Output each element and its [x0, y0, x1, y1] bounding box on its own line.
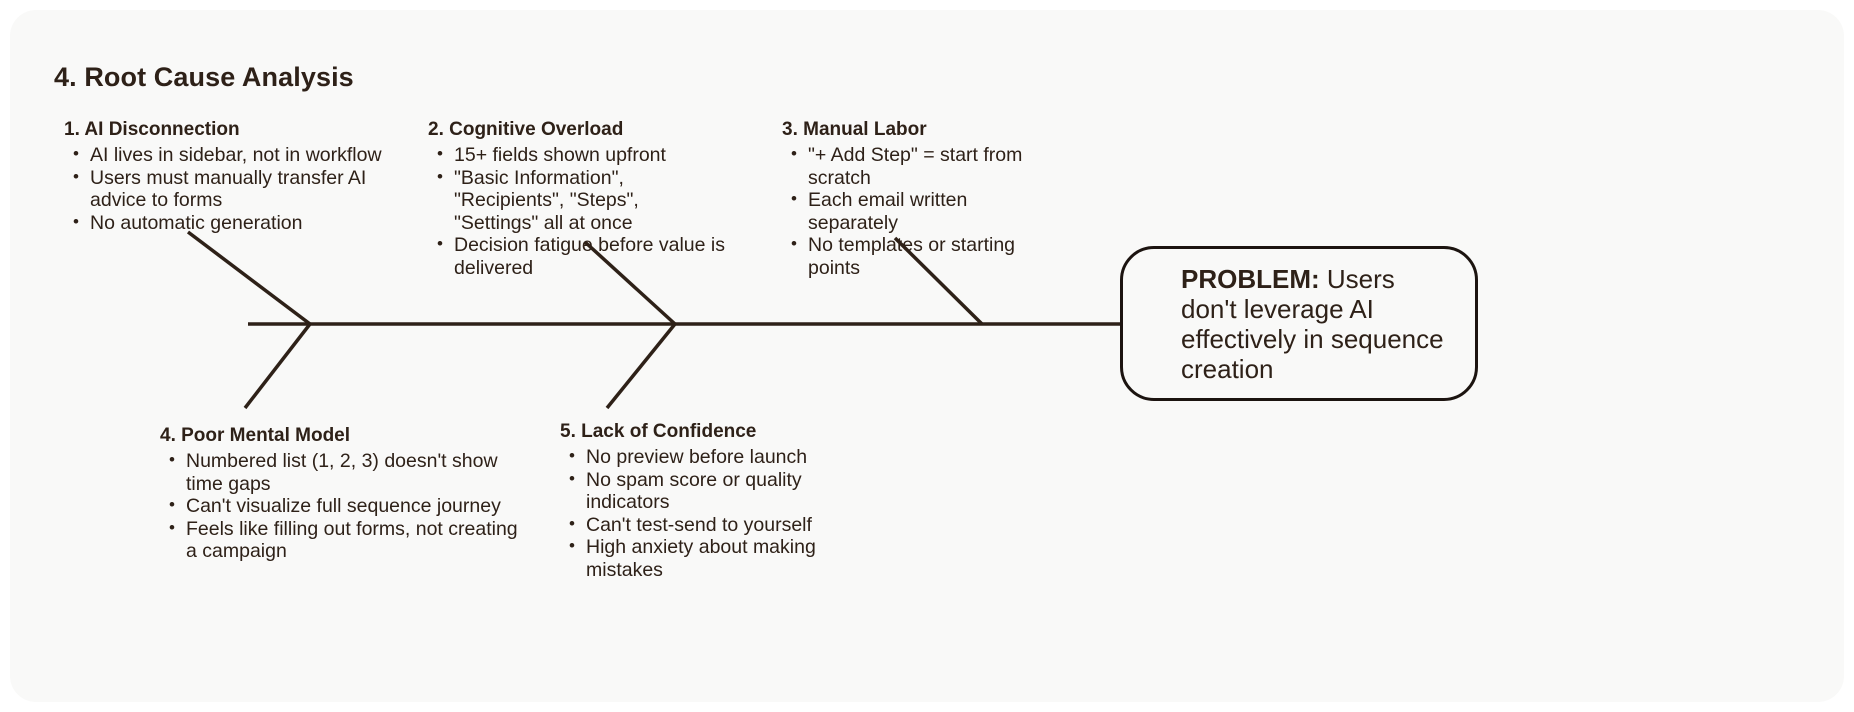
- cause-block-poor-mental-model: 4. Poor Mental Model Numbered list (1, 2…: [160, 424, 530, 563]
- cause-block-ai-disconnection: 1. AI Disconnection AI lives in sidebar,…: [64, 118, 384, 234]
- list-item: No spam score or quality indicators: [569, 468, 822, 514]
- fin-ai-disconnection: [186, 230, 312, 326]
- cause-title: 1. AI Disconnection: [64, 119, 240, 140]
- list-item: Numbered list (1, 2, 3) doesn't show tim…: [169, 449, 530, 495]
- list-item: No preview before launch: [569, 445, 822, 469]
- cause-title: 3. Manual Labor: [782, 119, 927, 140]
- problem-description: Users don't leverage AI effectively in s…: [1181, 263, 1444, 384]
- fishbone-skeleton: [186, 230, 1122, 410]
- cause-item-list: AI lives in sidebar, not in workflow Use…: [64, 143, 384, 235]
- list-item: 15+ fields shown upfront: [437, 143, 728, 167]
- list-item: Can't visualize full sequence journey: [169, 494, 530, 518]
- list-item: Can't test-send to yourself: [569, 513, 822, 537]
- cause-item-list: "+ Add Step" = start from scratch Each e…: [782, 143, 1038, 279]
- list-item: High anxiety about making mistakes: [569, 535, 822, 581]
- cause-item-list: Numbered list (1, 2, 3) doesn't show tim…: [160, 449, 530, 563]
- cause-block-manual-labor: 3. Manual Labor "+ Add Step" = start fro…: [782, 118, 1038, 279]
- cause-title: 4. Poor Mental Model: [160, 425, 351, 446]
- list-item: AI lives in sidebar, not in workflow: [73, 143, 384, 167]
- cause-item-list: 15+ fields shown upfront "Basic Informat…: [428, 143, 728, 279]
- list-item: Users must manually transfer AI advice t…: [73, 166, 384, 212]
- list-item: Decision fatigue before value is deliver…: [437, 233, 728, 279]
- list-item: Feels like filling out forms, not creati…: [169, 517, 530, 563]
- fin-poor-mental-model: [243, 322, 312, 410]
- list-item: "+ Add Step" = start from scratch: [791, 143, 1038, 189]
- list-item: No automatic generation: [73, 211, 384, 235]
- problem-label: PROBLEM:: [1181, 263, 1320, 294]
- list-item: No templates or starting points: [791, 233, 1038, 279]
- diagram-canvas: 4. Root Cause Analysis 1. AI Disconnecti…: [10, 10, 1844, 702]
- cause-block-cognitive-overload: 2. Cognitive Overload 15+ fields shown u…: [428, 118, 728, 279]
- page-title: 4. Root Cause Analysis: [54, 62, 354, 92]
- cause-item-list: No preview before launch No spam score o…: [560, 445, 822, 581]
- cause-title: 2. Cognitive Overload: [428, 119, 624, 140]
- list-item: "Basic Information", "Recipients", "Step…: [437, 166, 728, 235]
- fin-lack-of-confidence: [605, 322, 677, 410]
- problem-statement-text: PROBLEM: Users don't leverage AI effecti…: [1123, 264, 1475, 384]
- list-item: Each email written separately: [791, 188, 1038, 234]
- problem-statement-box: PROBLEM: Users don't leverage AI effecti…: [1120, 246, 1478, 401]
- cause-title: 5. Lack of Confidence: [560, 421, 757, 442]
- cause-block-lack-of-confidence: 5. Lack of Confidence No preview before …: [560, 420, 822, 581]
